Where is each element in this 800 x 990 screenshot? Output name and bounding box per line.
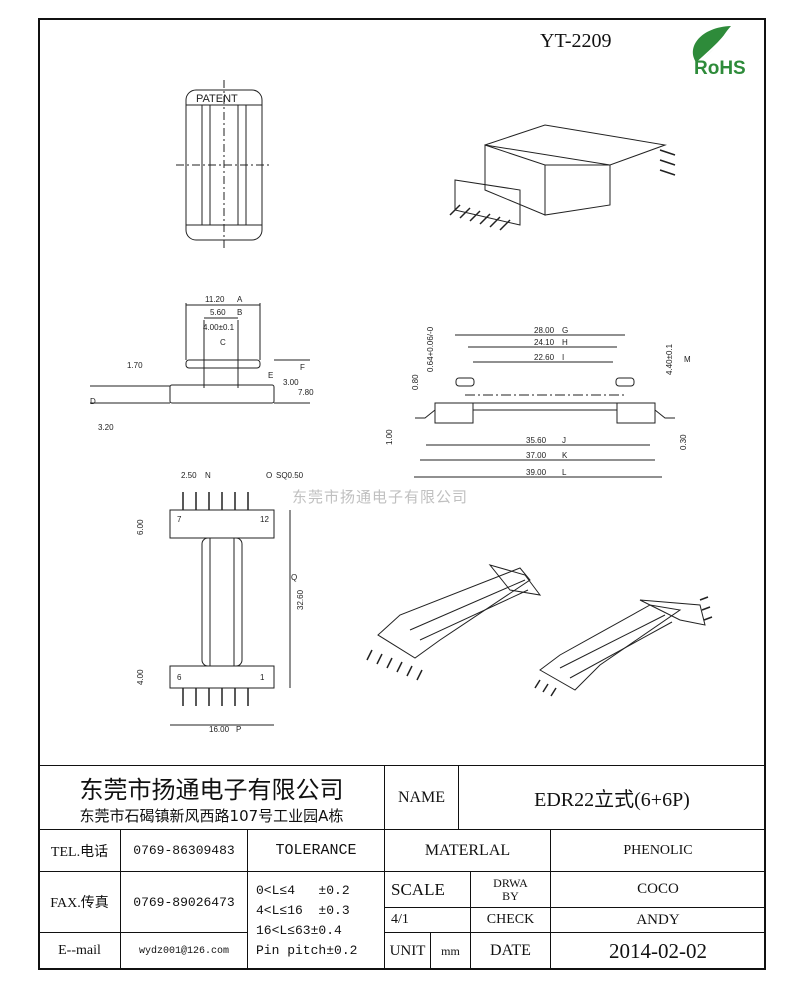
dim-1.00: 1.00	[385, 429, 394, 445]
dim-35.60: 35.60	[526, 436, 547, 445]
tag-P: P	[236, 725, 241, 734]
dim-4.40: 4.40±0.1	[665, 343, 674, 375]
dim-0.64: 0.64+0.06/-0	[426, 326, 435, 372]
pin-label-6: 6	[177, 673, 182, 682]
tel-value: 0769-86309483	[120, 829, 248, 872]
pin-label-7: 7	[177, 515, 182, 524]
company-name: 东莞市扬通电子有限公司	[79, 775, 344, 804]
tolerance-list: 0<L≤4 ±0.2 4<L≤16 ±0.3 16<L≤63±0.4 Pin p…	[247, 871, 385, 970]
tolerance-row: 0<L≤4 ±0.2	[256, 882, 350, 898]
iso-view-assembled	[449, 124, 676, 231]
dim-5.60: 5.60	[210, 308, 226, 317]
iso-view-halves	[366, 564, 713, 697]
tag-B: B	[237, 308, 242, 317]
date-label: DATE	[470, 932, 551, 970]
tag-A: A	[237, 295, 243, 304]
company-address: 东莞市石碣镇新风西路107号工业园A栋	[79, 806, 344, 825]
side-view: 11.20 5.60 4.00±0.1 1.70 3.20 3.00 7.80 …	[90, 295, 314, 432]
tag-Q: Q	[291, 573, 297, 582]
tolerance-row: 16<L≤63±0.4	[256, 922, 342, 938]
watermark: 东莞市扬通电子有限公司	[292, 488, 469, 506]
tag-K: K	[562, 451, 568, 460]
patent-mark: PATENT	[196, 93, 238, 105]
dim-1.70: 1.70	[127, 361, 143, 370]
date-value: 2014-02-02	[550, 932, 766, 970]
dim-3.20: 3.20	[98, 423, 114, 432]
dim-0.30: 0.30	[679, 434, 688, 450]
unit-label: UNIT	[384, 932, 431, 970]
fax-value: 0769-89026473	[120, 871, 248, 933]
scale-label: SCALE	[384, 871, 471, 908]
tolerance-row: 4<L≤16 ±0.3	[256, 902, 350, 918]
tolerance-row: Pin pitch±0.2	[256, 942, 358, 958]
tag-N: N	[205, 471, 211, 480]
dim-37.00: 37.00	[526, 451, 547, 460]
dim-24.10: 24.10	[534, 338, 555, 347]
front-view: 28.00 24.10 22.60 0.64+0.06/-0 4.40±0.1 …	[385, 326, 691, 478]
tag-D: D	[90, 397, 96, 406]
part-number: YT-2209	[540, 30, 612, 52]
dim-3.00: 3.00	[283, 378, 299, 387]
dim-39.00: 39.00	[526, 468, 547, 477]
tag-F: F	[300, 363, 305, 372]
tag-H: H	[562, 338, 568, 347]
tag-E: E	[268, 371, 273, 380]
dim-0.80: 0.80	[411, 374, 420, 390]
dim-28.00: 28.00	[534, 326, 555, 335]
dim-11.20: 11.20	[205, 295, 225, 304]
tolerance-label: TOLERANCE	[247, 829, 385, 872]
tag-C: C	[220, 338, 226, 347]
dim-2.50: 2.50	[181, 471, 197, 480]
dim-6.00: 6.00	[136, 519, 145, 535]
tel-label: TEL.电话	[38, 829, 121, 872]
tag-M: M	[684, 355, 691, 364]
tag-G: G	[562, 326, 568, 335]
dim-7.80: 7.80	[298, 388, 314, 397]
technical-drawing: PATENT 11.20 5.60 4.00±0.1 1.70 3.20	[90, 80, 713, 734]
name-value: EDR22立式(6+6P)	[458, 765, 766, 830]
dim-32.60: 32.60	[296, 589, 305, 610]
drawn-value: COCO	[550, 871, 766, 908]
scale-value: 4/1	[384, 907, 471, 933]
tag-J: J	[562, 436, 566, 445]
dim-SQ0.50: SQ0.50	[276, 471, 304, 480]
company-cell: 东莞市扬通电子有限公司 东莞市石碣镇新风西路107号工业园A栋	[38, 765, 385, 830]
unit-value: mm	[430, 932, 471, 970]
check-value: ANDY	[550, 907, 766, 933]
name-label: NAME	[384, 765, 459, 830]
material-label: MATERLAL	[384, 829, 551, 872]
top-view: PATENT	[176, 80, 272, 250]
fax-label: FAX.传真	[38, 871, 121, 933]
bottom-view: 2.50 SQ0.50 6.00 32.60 4.00 16.00 N O Q …	[136, 471, 305, 734]
email-label: E--mail	[38, 932, 121, 970]
rohs-text: RoHS	[694, 58, 746, 78]
material-value: PHENOLIC	[550, 829, 766, 872]
email-value: wydz001@126.com	[120, 932, 248, 970]
rohs-logo: RoHS	[692, 26, 746, 78]
tag-L: L	[562, 468, 567, 477]
tag-I: I	[562, 353, 564, 362]
pin-label-12: 12	[260, 515, 269, 524]
check-label: CHECK	[470, 907, 551, 933]
drawn-label: DRWA BY	[470, 871, 551, 908]
pin-label-1: 1	[260, 673, 265, 682]
dim-4.00: 4.00	[136, 669, 145, 685]
dim-22.60: 22.60	[534, 353, 555, 362]
dim-4.00: 4.00±0.1	[203, 323, 235, 332]
dim-16.00: 16.00	[209, 725, 230, 734]
tag-O: O	[266, 471, 272, 480]
